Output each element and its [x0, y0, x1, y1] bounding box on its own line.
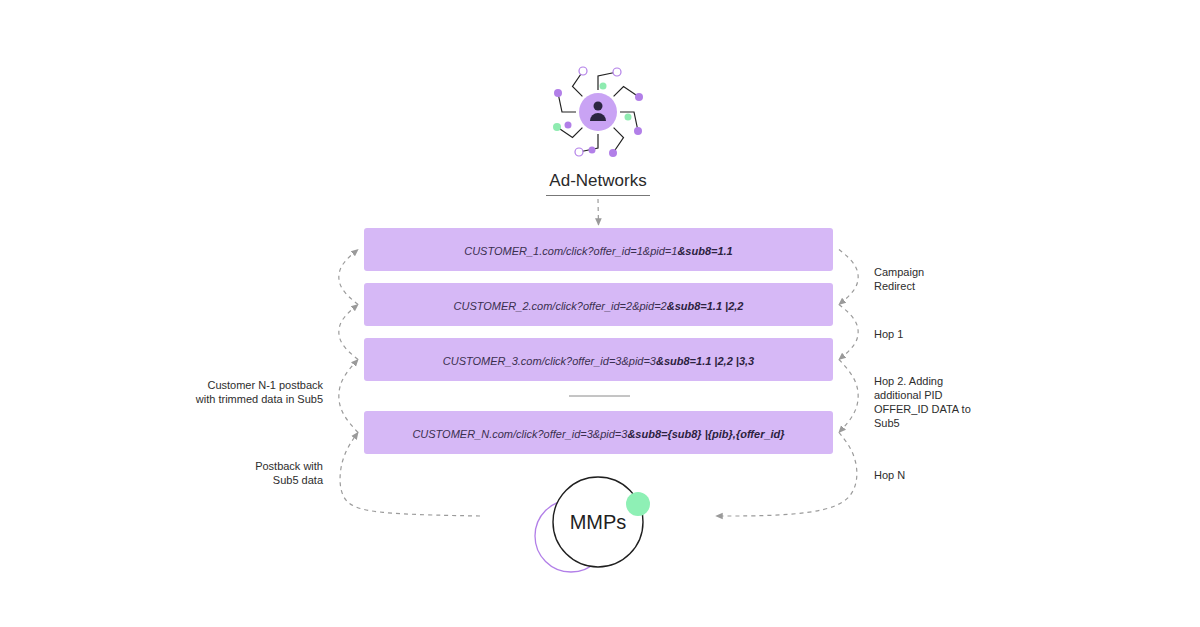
- edge-label: Postback with Sub5 data: [243, 459, 323, 487]
- network-dot: [589, 147, 596, 154]
- node-text-group: Ad-Networks: [546, 171, 649, 196]
- dashed-connector: [340, 433, 480, 517]
- node-text-group: CUSTOMER_1.com/click?offer_id=1&pid=1&su…: [464, 241, 733, 259]
- network-branch: [613, 128, 624, 153]
- node-text-group: CUSTOMER_3.com/click?offer_id=3&pid=3&su…: [443, 351, 754, 369]
- ad-network-icon: [553, 67, 643, 157]
- network-dot: [634, 127, 642, 135]
- separator-line: [569, 396, 630, 397]
- dashed-connector: [339, 360, 358, 433]
- mmp-circles: [535, 477, 650, 572]
- network-dot: [625, 114, 632, 121]
- dashed-connector: [839, 250, 858, 305]
- mmp-node: MMPs: [480, 472, 716, 572]
- node-text: MMPs: [570, 511, 627, 533]
- node-subtext: &sub8=1.1 |2,2 |3,3: [656, 355, 754, 367]
- edge-label: Hop 1: [874, 327, 944, 341]
- network-dot: [600, 83, 607, 90]
- avatar-circle: [579, 93, 617, 131]
- tracking-url-box: CUSTOMER_2.com/click?offer_id=2&pid=2&su…: [364, 283, 833, 326]
- node-subtext: &sub8=1.1: [677, 245, 732, 257]
- node-text: CUSTOMER_2.com/click?offer_id=2&pid=2: [454, 300, 667, 312]
- edge-label: Hop 2. Adding additional PID OFFER_ID DA…: [874, 374, 974, 430]
- node-subtext: &sub8={sub8} |{pib},{offer_id}: [627, 428, 784, 440]
- edge-label: Hop N: [874, 468, 944, 482]
- edge-label: Customer N-1 postback with trimmed data …: [193, 378, 323, 406]
- dashed-connector: [839, 305, 858, 360]
- edge-label: Campaign Redirect: [874, 265, 944, 293]
- node-text-group: MMPs: [570, 511, 627, 534]
- network-branch: [614, 87, 639, 98]
- network-dot: [554, 89, 562, 97]
- node-text: CUSTOMER_3.com/click?offer_id=3&pid=3: [443, 355, 656, 367]
- avatar-head: [594, 102, 603, 111]
- node-text-group: CUSTOMER_N.com/click?offer_id=3&pid=3&su…: [412, 424, 784, 442]
- tracking-url-box: CUSTOMER_3.com/click?offer_id=3&pid=3&su…: [364, 338, 833, 381]
- network-dot: [635, 93, 643, 101]
- mmp-circle: [553, 477, 643, 567]
- network-dot: [565, 122, 572, 129]
- node-text-group: CUSTOMER_2.com/click?offer_id=2&pid=2&su…: [454, 296, 744, 314]
- node-subtext: &sub8=1.1 |2,2: [667, 300, 744, 312]
- dashed-connector: [716, 433, 857, 517]
- network-dot: [575, 148, 583, 156]
- dashed-connector: [339, 305, 358, 360]
- network-dot: [553, 123, 561, 131]
- node-text: Ad-Networks: [546, 171, 649, 196]
- dashed-connector: [597, 199, 599, 225]
- accent-dot: [626, 492, 650, 516]
- network-branch: [557, 127, 582, 138]
- node-text: CUSTOMER_1.com/click?offer_id=1&pid=1: [464, 245, 677, 257]
- network-dot: [579, 67, 587, 75]
- avatar-body: [590, 113, 606, 121]
- network-dot: [613, 68, 621, 76]
- tracking-url-box: CUSTOMER_1.com/click?offer_id=1&pid=1&su…: [364, 228, 833, 271]
- node-text: CUSTOMER_N.com/click?offer_id=3&pid=3: [412, 428, 627, 440]
- network-dot: [609, 149, 617, 157]
- dashed-connector: [339, 250, 358, 305]
- ad-network-node: Ad-Networks: [520, 60, 676, 196]
- dashed-connector: [839, 360, 858, 433]
- tracking-url-box: CUSTOMER_N.com/click?offer_id=3&pid=3&su…: [364, 411, 833, 454]
